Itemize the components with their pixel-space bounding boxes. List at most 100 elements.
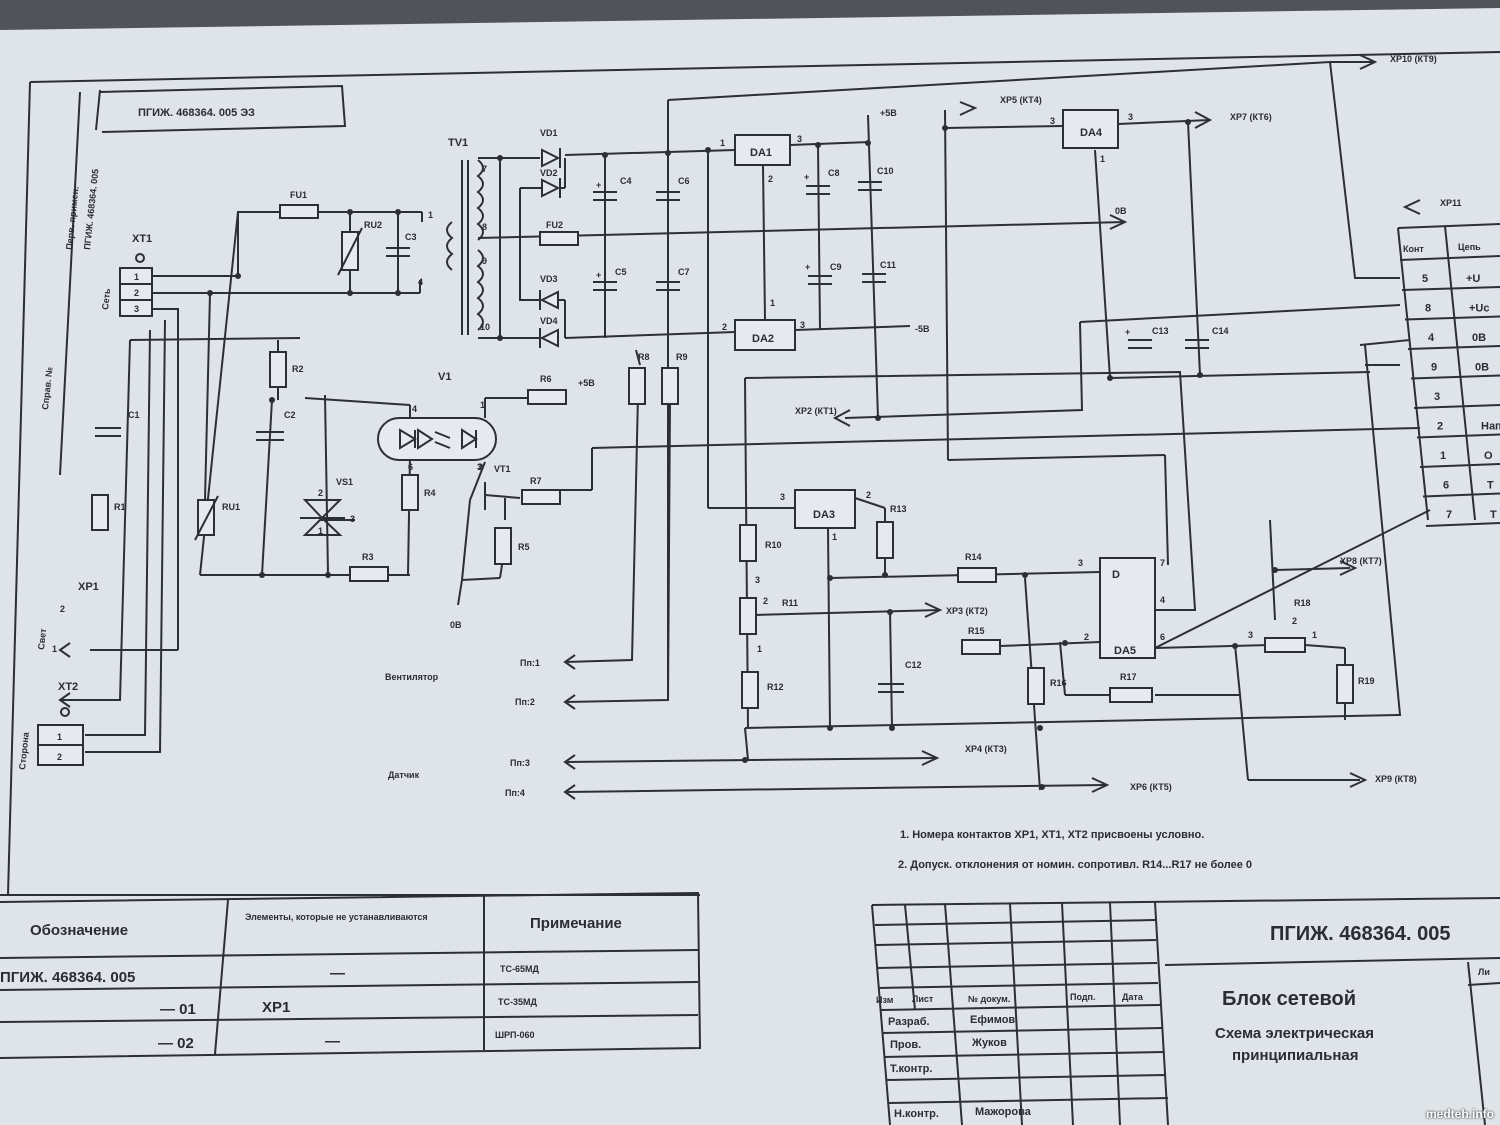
xp11-row-line bbox=[1419, 463, 1500, 468]
svg-text:4: 4 bbox=[412, 404, 417, 414]
svg-text:4: 4 bbox=[1160, 595, 1165, 605]
r1-label: R1 bbox=[114, 502, 126, 512]
xt1-pin-3: 3 bbox=[134, 304, 139, 314]
capacitor-c3: C3 bbox=[386, 232, 417, 257]
xp11-title: XP11 bbox=[1440, 198, 1462, 208]
tb-role-tkontr: Т.контр. bbox=[890, 1063, 932, 1075]
tp-xp9: XP9 (КТ8) bbox=[1375, 774, 1417, 784]
svg-text:3: 3 bbox=[780, 492, 785, 502]
drawing-frame bbox=[0, 51, 1500, 896]
varistor-ru2: RU2 bbox=[337, 220, 382, 276]
c8-label: C8 bbox=[828, 168, 840, 178]
sensor-label: Датчик bbox=[388, 770, 420, 780]
c5-label: C5 bbox=[615, 267, 627, 277]
tp-xp8: XP8 (КТ7) bbox=[1340, 556, 1382, 566]
svg-text:3: 3 bbox=[1050, 116, 1055, 126]
xp1-connector: XP1 2 1 Свет bbox=[36, 581, 99, 654]
xp11-row-line bbox=[1422, 492, 1500, 498]
v1-label: V1 bbox=[438, 371, 451, 383]
svg-text:3: 3 bbox=[755, 575, 760, 585]
c12-label: C12 bbox=[905, 660, 922, 670]
xt1-pin-2: 2 bbox=[134, 288, 139, 298]
tb-doc-code: ПГИЖ. 468364. 005 bbox=[1270, 923, 1451, 945]
c13-label: C13 bbox=[1152, 326, 1169, 336]
c2-label: C2 bbox=[284, 410, 296, 420]
r4-label: R4 bbox=[424, 488, 436, 498]
svg-text:+: + bbox=[596, 180, 601, 190]
resistor-r1: R1 bbox=[91, 494, 126, 531]
xp11-pin-4: 4 bbox=[1428, 332, 1435, 344]
tp-xp5: XP5 (КТ4) bbox=[1000, 95, 1042, 105]
c6-label: C6 bbox=[678, 176, 690, 186]
fan-label: Вентилятор bbox=[385, 672, 439, 682]
xp11-row-line bbox=[1425, 522, 1500, 527]
svg-text:3: 3 bbox=[1128, 112, 1133, 122]
da1-label: DA1 bbox=[750, 147, 772, 159]
tb-role-nkontr: Н.контр. bbox=[894, 1108, 939, 1120]
terminal-xt1: 1 2 3 XT1 Сеть bbox=[100, 233, 153, 317]
xt1-seti-label: Сеть bbox=[100, 287, 112, 310]
svg-text:3: 3 bbox=[800, 320, 805, 330]
da5-symbol: D bbox=[1112, 569, 1120, 581]
xp11-pin-6: 6 bbox=[1443, 480, 1449, 492]
svg-text:2: 2 bbox=[722, 322, 727, 332]
xp11-header-net: Цепь bbox=[1458, 242, 1481, 252]
svg-text:2: 2 bbox=[768, 174, 773, 184]
r14-label: R14 bbox=[965, 552, 982, 562]
doc-code-stamp-text: ПГИЖ. 468364. 005 ЭЗ bbox=[138, 107, 255, 119]
tv1-pin-8: 8 bbox=[482, 222, 487, 232]
capacitor-c2: C2 bbox=[256, 410, 296, 441]
resistor-r4: R4 bbox=[401, 474, 436, 511]
svg-text:1: 1 bbox=[832, 532, 837, 542]
ground-0v-label: 0B bbox=[450, 620, 462, 630]
tb-col-data: Дата bbox=[1122, 992, 1144, 1002]
tv1-pin-10: 10 bbox=[480, 322, 490, 332]
diode-vd3: VD3 bbox=[539, 274, 565, 310]
xp11-net-0: +U bbox=[1466, 273, 1480, 285]
c3-label: C3 bbox=[405, 232, 417, 242]
xp11-net-5: Нап bbox=[1481, 421, 1500, 433]
xp11-net-1: +Uc bbox=[1469, 303, 1490, 315]
variants-row-0-note: ТС-65МД bbox=[500, 964, 540, 974]
vt1-label: VT1 bbox=[494, 464, 511, 474]
svg-text:2: 2 bbox=[1084, 632, 1089, 642]
svg-text:1: 1 bbox=[757, 644, 762, 654]
da2-label: DA2 bbox=[752, 333, 774, 345]
c7-label: C7 bbox=[678, 267, 690, 277]
capacitor-c11: C11 bbox=[862, 260, 896, 283]
resistor-r12: R12 bbox=[741, 671, 784, 709]
vd1-label: VD1 bbox=[540, 128, 558, 138]
svg-text:2: 2 bbox=[478, 462, 483, 472]
tp-xp4: XP4 (КТ3) bbox=[965, 744, 1007, 754]
xp11-header-pin: Конт bbox=[1403, 244, 1424, 254]
ru1-label: RU1 bbox=[222, 502, 240, 512]
svg-text:1: 1 bbox=[720, 138, 725, 148]
xp11-pin-1: 1 bbox=[1440, 450, 1446, 462]
capacitor-c10: C10 bbox=[858, 166, 894, 191]
da3-label: DA3 bbox=[813, 509, 835, 521]
variants-header-note: Примечание bbox=[530, 915, 622, 932]
tb-name-razrab: Ефимов bbox=[970, 1014, 1015, 1026]
r3-label: R3 bbox=[362, 552, 374, 562]
r15-label: R15 bbox=[968, 626, 985, 636]
xt2-side-label: Сторона bbox=[17, 731, 31, 771]
arrows bbox=[58, 54, 1421, 800]
r18-label: R18 bbox=[1294, 598, 1311, 608]
svg-text:3: 3 bbox=[797, 134, 802, 144]
side-label-sprav: Справ. № bbox=[40, 366, 54, 410]
tv1-pin-7: 7 bbox=[482, 164, 487, 174]
variants-row-2-note: ШРП-060 bbox=[495, 1030, 535, 1040]
tb-col-list: Лист bbox=[912, 994, 934, 1004]
c14-label: C14 bbox=[1212, 326, 1229, 336]
r11-label: R11 bbox=[782, 598, 798, 608]
svg-text:2: 2 bbox=[318, 488, 323, 498]
xp1-pin-1: 1 bbox=[52, 644, 57, 654]
resistor-r15: R15 bbox=[961, 626, 1001, 655]
resistor-r17: R17 bbox=[1109, 672, 1153, 703]
